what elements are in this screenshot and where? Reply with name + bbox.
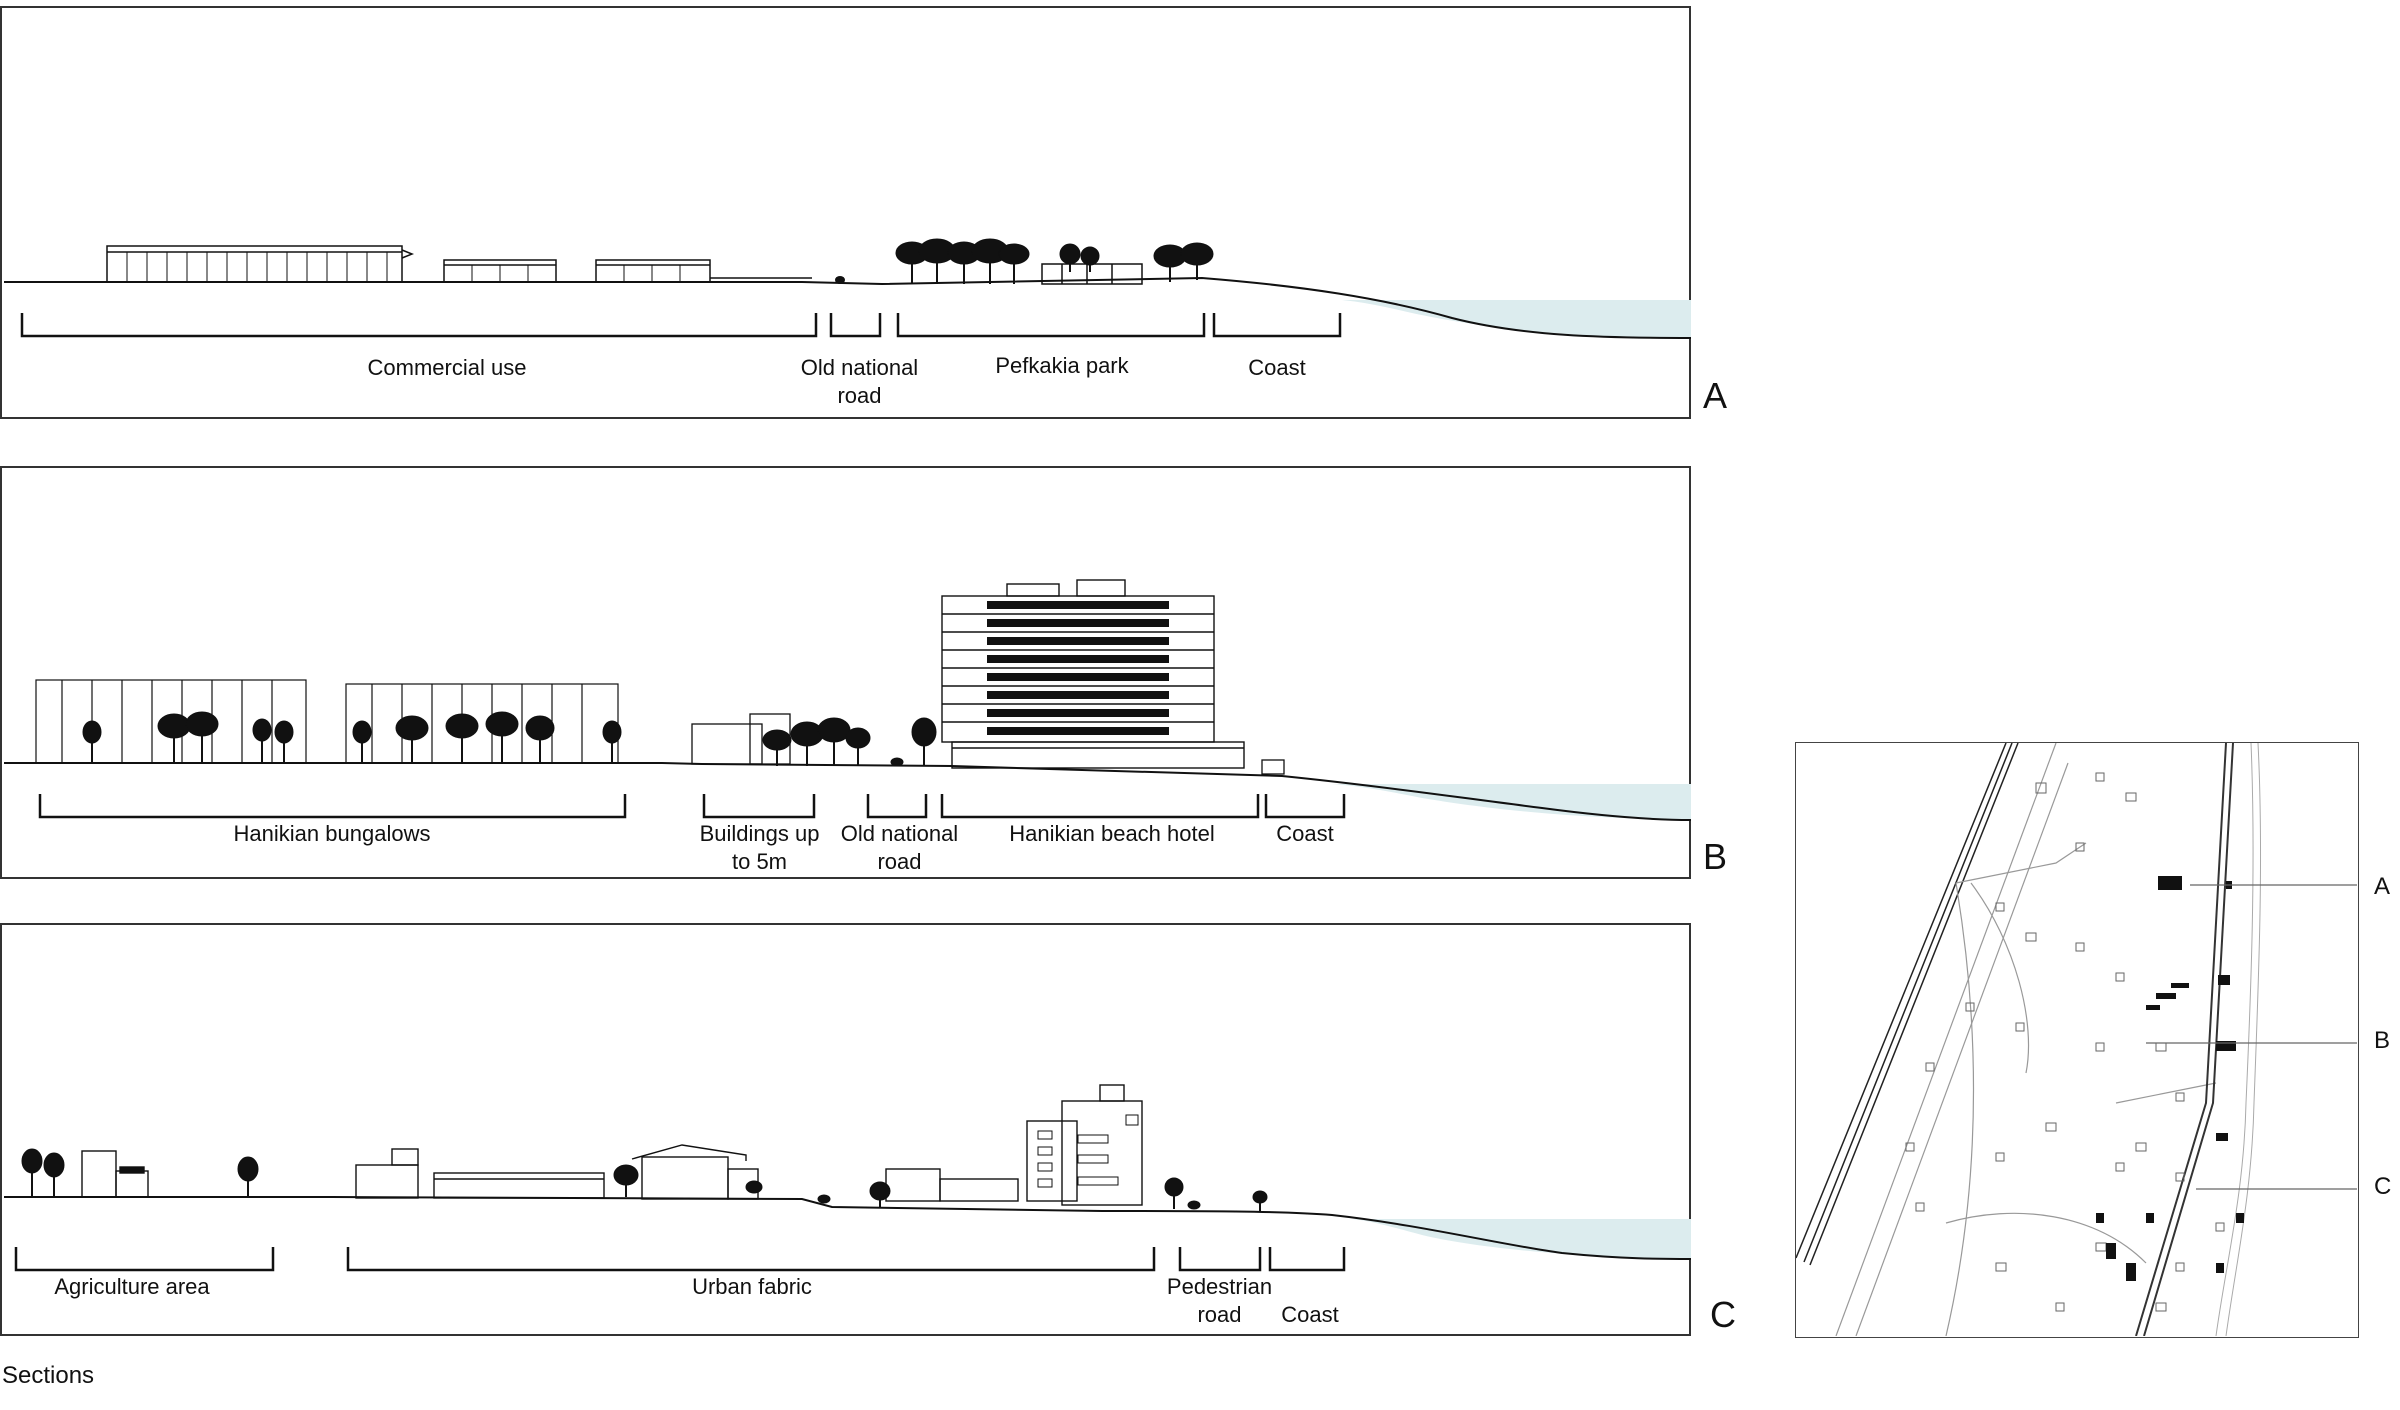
section-a-panel: Commercial use Old national road Pefkaki… xyxy=(0,6,1692,419)
zone-label-buildings-up-to-5m: Buildings up to 5m xyxy=(699,821,820,874)
zone-label-pefkakia-park: Pefkakia park xyxy=(995,353,1129,378)
zone-brackets xyxy=(20,313,1342,338)
main-road xyxy=(2135,743,2234,1336)
section-cut-lines xyxy=(2146,884,2357,1190)
section-letter-c: C xyxy=(1710,1294,1736,1335)
hotel xyxy=(941,579,1245,769)
map-marker-a: A xyxy=(2374,873,2391,900)
zone-label-old-national-road: Old national road xyxy=(800,355,919,408)
agri-trees xyxy=(21,1148,259,1197)
section-letter-a: A xyxy=(1703,375,1728,416)
urban-trees xyxy=(613,1164,1268,1211)
map-marker-c: C xyxy=(2374,1173,2392,1200)
zone-label-coast: Coast xyxy=(1248,355,1306,380)
section-c-panel: Agriculture area Urban fabric Pedestrian… xyxy=(0,923,1692,1336)
zone-label-commercial-use: Commercial use xyxy=(367,355,527,380)
roads xyxy=(1835,743,2217,1336)
railway xyxy=(1796,743,2019,1266)
zone-label-coast: Coast xyxy=(1281,1302,1339,1327)
section-b-drawing xyxy=(4,579,1692,821)
zone-brackets xyxy=(14,1247,1346,1272)
bungalow-trees xyxy=(82,711,622,763)
map-marker-b: B xyxy=(2374,1027,2391,1054)
ground-line xyxy=(4,276,1692,339)
section-buildings xyxy=(2096,876,2244,1281)
ground-line xyxy=(4,1196,1692,1260)
zone-label-old-national-road: Old national road xyxy=(840,821,959,874)
c-windows xyxy=(1037,1114,1139,1188)
section-a-drawing xyxy=(4,238,1692,339)
key-map-drawing xyxy=(1796,743,2357,1336)
park-trees xyxy=(895,238,1214,284)
coastline xyxy=(2215,743,2262,1336)
key-map xyxy=(1795,742,2359,1338)
sea-water xyxy=(1342,300,1691,338)
sea-water xyxy=(1352,1219,1691,1259)
figure-caption: Sections xyxy=(2,1362,95,1389)
zone-label-hanikian-bungalows: Hanikian bungalows xyxy=(233,821,431,846)
zone-label-urban-fabric: Urban fabric xyxy=(692,1274,812,1299)
sea-water xyxy=(1332,784,1691,820)
ground-line xyxy=(4,762,1692,821)
palms xyxy=(762,717,937,767)
zone-brackets xyxy=(38,794,1346,819)
section-letter-b: B xyxy=(1703,836,1728,877)
zone-label-agriculture-area: Agriculture area xyxy=(54,1274,210,1299)
agri-house xyxy=(81,1150,149,1198)
zone-label-coast: Coast xyxy=(1276,821,1334,846)
hotel-windows xyxy=(987,601,1169,735)
commercial-buildings xyxy=(106,245,812,283)
plots xyxy=(1905,772,2225,1312)
zone-label-hanikian-beach-hotel: Hanikian beach hotel xyxy=(1009,821,1215,846)
zone-label-pedestrian-road: Pedestrian road xyxy=(1166,1274,1273,1327)
section-b-panel: Hanikian bungalows Buildings up to 5m Ol… xyxy=(0,466,1692,879)
section-c-drawing xyxy=(4,1084,1692,1272)
